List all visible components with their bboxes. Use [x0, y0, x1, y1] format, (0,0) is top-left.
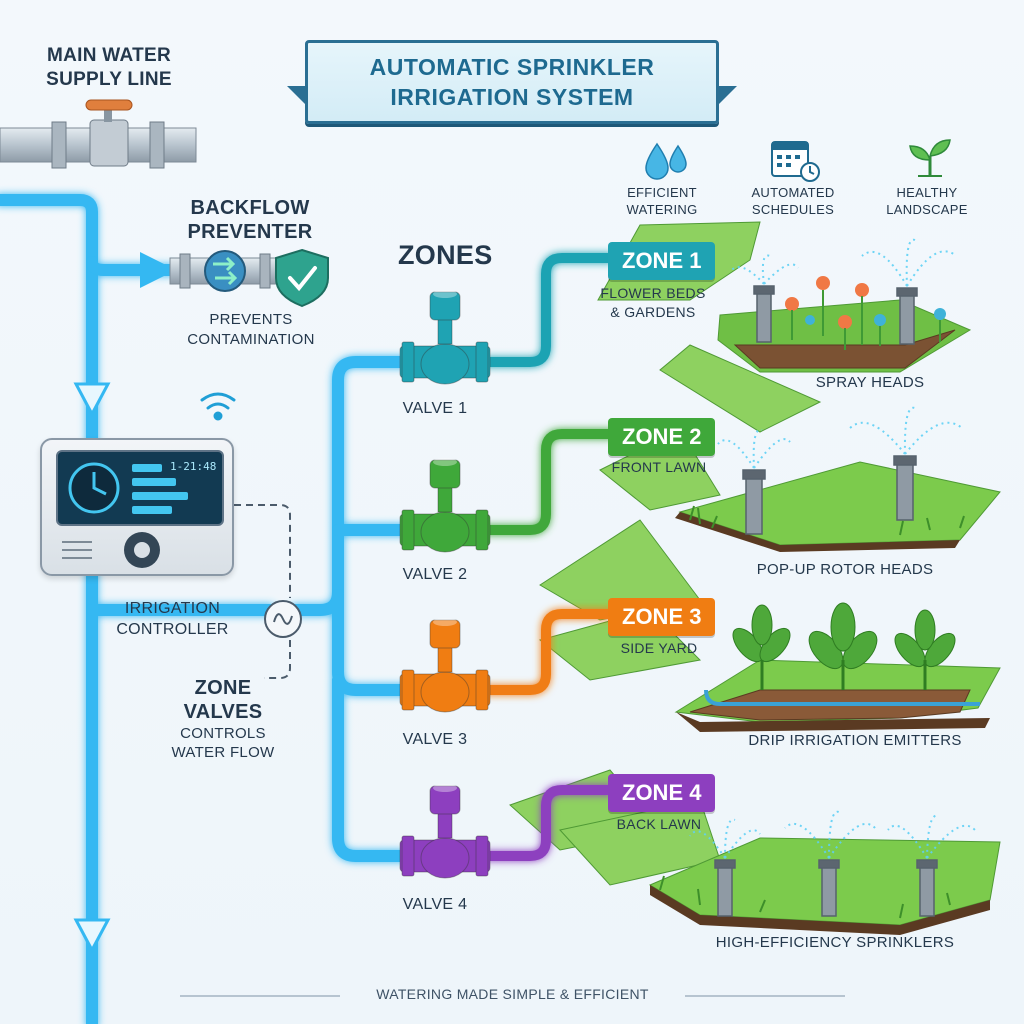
- zone-valves-line-2: VALVES: [183, 701, 263, 723]
- main-supply-line-1: MAIN WATER: [46, 45, 172, 66]
- zone-valve-2: [399, 458, 491, 553]
- controller-screen: 1-21:48: [56, 450, 224, 526]
- zone-valves-desc-1: CONTROLS: [180, 725, 266, 742]
- benefit-3-line-2: LANDSCAPE: [886, 202, 968, 217]
- water-lines: [0, 194, 414, 1024]
- benefit-2-line-2: SCHEDULES: [751, 202, 835, 217]
- benefit-healthy-landscape: HEALTHY LANDSCAPE: [862, 184, 992, 218]
- footer-rule-left: [180, 995, 340, 997]
- backflow-desc: PREVENTS CONTAMINATION: [156, 310, 346, 350]
- main-supply-label: MAIN WATER SUPPLY LINE: [24, 44, 194, 92]
- backflow-preventer-device: [169, 248, 329, 308]
- zone-4-area: BACK LAWN: [616, 816, 702, 832]
- zone-valve-1: [399, 290, 491, 385]
- supply-pipe: [0, 99, 197, 169]
- valve-3-label: VALVE 3: [402, 731, 468, 748]
- drip-plants: [704, 602, 980, 706]
- flower-icons: [785, 276, 946, 350]
- zone-valve-4: [399, 784, 491, 879]
- zone-valves-label: ZONE VALVES: [168, 676, 278, 724]
- zone-valves-line-1: ZONE: [194, 677, 252, 699]
- title-line-1: AUTOMATIC SPRINKLER: [369, 54, 655, 80]
- main-supply-line-2: SUPPLY LINE: [46, 69, 172, 90]
- benefit-1-line-1: EFFICIENT: [627, 185, 697, 200]
- benefit-efficient-watering: EFFICIENT WATERING: [602, 184, 722, 218]
- signal-junction: [264, 600, 302, 638]
- benefit-2-line-1: AUTOMATED: [751, 185, 835, 200]
- backflow-line-2: PREVENTER: [187, 221, 313, 243]
- sprinkler-heads: [714, 285, 938, 917]
- zone-2-area: FRONT LAWN: [611, 459, 707, 475]
- backflow-desc-1: PREVENTS: [209, 311, 293, 328]
- zones-heading: ZONES: [398, 240, 493, 270]
- wifi-icon: [200, 392, 236, 421]
- title-banner: AUTOMATIC SPRINKLER IRRIGATION SYSTEM: [305, 40, 719, 124]
- valve-4-label: VALVE 4: [402, 896, 468, 913]
- water-arrows: [73, 252, 176, 954]
- backflow-line-1: BACKFLOW: [190, 197, 310, 219]
- zone-2-tag[interactable]: ZONE 2: [608, 418, 716, 456]
- zone-3-tag[interactable]: ZONE 3: [608, 598, 716, 636]
- backflow-desc-2: CONTAMINATION: [187, 331, 315, 348]
- zone-2-head-type: POP-UP ROTOR HEADS: [756, 561, 934, 578]
- ribbon-left: [287, 86, 305, 104]
- footer-tagline: WATERING MADE SIMPLE & EFFICIENT: [376, 986, 649, 1002]
- water-drops-icon: [645, 142, 687, 180]
- controller-label-2: CONTROLLER: [116, 621, 229, 638]
- zone-4-tag[interactable]: ZONE 4: [608, 774, 716, 812]
- backflow-label: BACKFLOW PREVENTER: [160, 196, 340, 244]
- zone-valve-group: [399, 290, 491, 879]
- footer-rule-right: [685, 995, 845, 997]
- zone-valves-desc: CONTROLS WATER FLOW: [148, 724, 298, 762]
- zone-valves-desc-2: WATER FLOW: [171, 744, 275, 761]
- benefit-3-line-1: HEALTHY: [896, 185, 958, 200]
- zone-1-head-type: SPRAY HEADS: [815, 374, 925, 391]
- zone-1-pipe: [465, 253, 615, 367]
- zone-2-pipe: [465, 429, 615, 535]
- zone-1-area-line-2: & GARDENS: [610, 304, 696, 320]
- controller-label: IRRIGATION CONTROLLER: [100, 598, 245, 640]
- zone-1-tag[interactable]: ZONE 1: [608, 242, 716, 280]
- calendar-clock-icon: [771, 141, 820, 182]
- plant-icon: [909, 139, 951, 177]
- zone-valve-3: [399, 618, 491, 713]
- zone-4-pipe: [465, 785, 615, 861]
- zone-1-area: FLOWER BEDS & GARDENS: [578, 284, 728, 322]
- controller-clock-readout: 1-21:48: [170, 460, 217, 473]
- ribbon-right: [719, 86, 737, 104]
- water-spray: [689, 238, 976, 859]
- zone-3-area: SIDE YARD: [620, 640, 698, 656]
- zone-3-head-type: DRIP IRRIGATION EMITTERS: [748, 732, 962, 749]
- benefit-1-line-2: WATERING: [626, 202, 698, 217]
- controller-label-1: IRRIGATION: [124, 600, 221, 617]
- benefit-automated-schedules: AUTOMATED SCHEDULES: [728, 184, 858, 218]
- valve-1-label: VALVE 1: [402, 400, 468, 417]
- irrigation-controller[interactable]: 1-21:48: [40, 438, 234, 576]
- valve-2-label: VALVE 2: [402, 566, 468, 583]
- zone-1-area-line-1: FLOWER BEDS: [600, 285, 706, 301]
- zone-3-pipe: [465, 609, 615, 695]
- grass-blades: [659, 505, 965, 919]
- zone-4-head-type: HIGH-EFFICIENCY SPRINKLERS: [715, 934, 955, 951]
- title-line-2: IRRIGATION SYSTEM: [390, 84, 634, 110]
